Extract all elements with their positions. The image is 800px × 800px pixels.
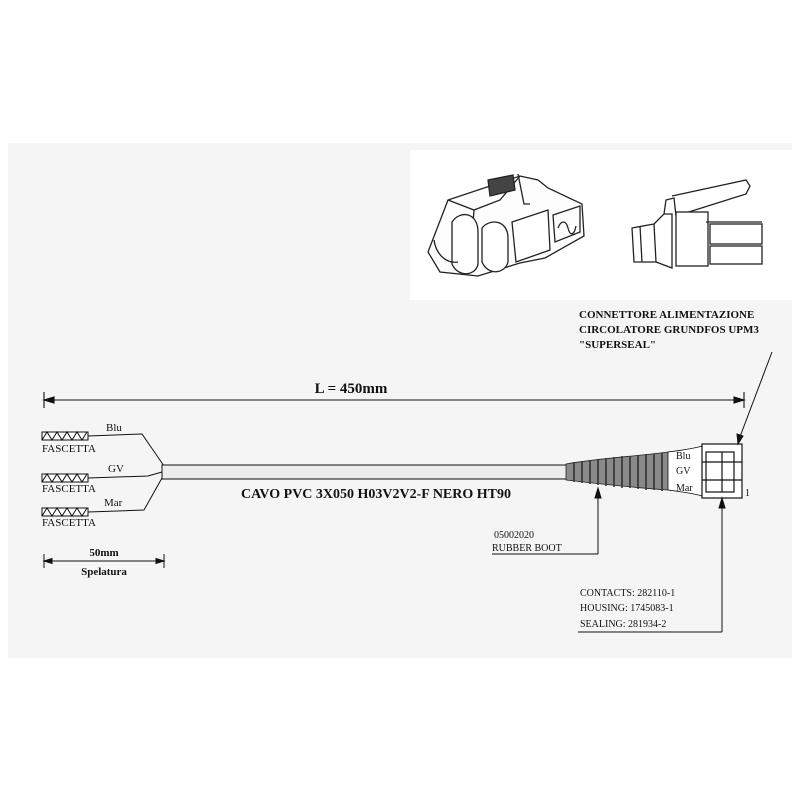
boot-leader-line xyxy=(492,486,602,555)
connector-title-line: CIRCOLATORE GRUNDFOS UPM3 xyxy=(579,324,759,336)
wire-color-label: GV xyxy=(108,463,124,475)
overall-length-label: L = 450mm xyxy=(315,381,388,397)
wire-tag-label: FASCETTA xyxy=(42,483,96,495)
connector-side-view xyxy=(631,179,763,269)
connector-iso-view xyxy=(427,173,585,277)
pin-label: Blu xyxy=(676,451,690,462)
connector-title-line: "SUPERSEAL" xyxy=(579,339,656,351)
part-number: SEALING: 281934-2 xyxy=(580,619,666,630)
pin-label: GV xyxy=(676,466,691,477)
connector-title-line: CONNETTORE ALIMENTAZIONE xyxy=(579,309,754,321)
pin-one-marker: 1 xyxy=(745,488,750,499)
wire-tag-label: FASCETTA xyxy=(42,517,96,529)
strip-length-label: 50mm xyxy=(89,547,118,559)
connector-front-view xyxy=(701,443,743,499)
wire-conductors xyxy=(87,433,165,513)
rubber-boot xyxy=(565,445,703,497)
strip-length-dimension xyxy=(42,554,166,568)
wire-color-label: Mar xyxy=(104,497,123,509)
cable-label: CAVO PVC 3X050 H03V2V2-F NERO HT90 xyxy=(241,487,511,502)
strip-label: Spelatura xyxy=(81,566,127,578)
parts-leader-line xyxy=(578,496,726,633)
boot-code: 05002020 xyxy=(494,530,534,541)
wire-tag-label: FASCETTA xyxy=(42,443,96,455)
boot-name: RUBBER BOOT xyxy=(492,543,562,554)
pin-label: Mar xyxy=(676,483,693,494)
part-number: CONTACTS: 282110-1 xyxy=(580,588,675,599)
part-number: HOUSING: 1745083-1 xyxy=(580,603,674,614)
wire-color-label: Blu xyxy=(106,422,122,434)
overall-length-dimension xyxy=(42,392,746,408)
cable-jacket xyxy=(161,464,571,480)
connector-leader-line xyxy=(736,351,773,446)
